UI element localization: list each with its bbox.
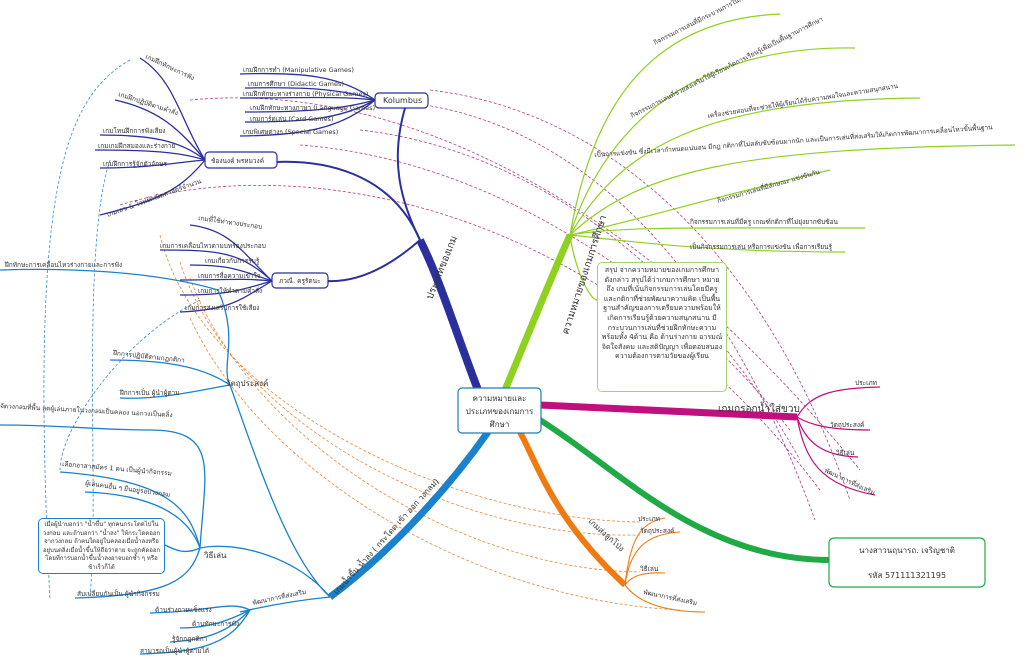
meaning-item: เครื่องช่วยสอนที่จะช่วยให้ผู้เรียนได้รับ… bbox=[707, 81, 899, 120]
tide-development-item: ด้านทักษะการฟัง bbox=[192, 620, 239, 628]
meaning-summary-note: สรุป จากความหมายของเกมการศึกษาดังกล่าว ส… bbox=[597, 262, 727, 392]
chongnong-node[interactable] bbox=[204, 151, 278, 169]
tide-development-item: สามารถเป็นผู้นำผู้ตามได้ bbox=[140, 646, 209, 655]
author-id: รหัส 571111321195 bbox=[868, 571, 946, 580]
meaning-item: กิจกรรมการเล่นที่มีครู เกณฑ์กติกาที่ไม่ย… bbox=[690, 217, 839, 226]
kolumbus-item: เกมการศึกษา (Didactic Games) bbox=[248, 80, 344, 88]
tide-objective-label: วัตถุประสงค์ bbox=[226, 378, 268, 388]
tide-objective-item: ฝึกการเป็น ผู้นำผู้ตาม bbox=[119, 388, 179, 397]
kolumbus-item: เกมฝึกทักษะทางร่างกาย (Physical Games) bbox=[243, 90, 368, 98]
meaning-item: กิจกรรมการเล่นที่มีกระบวนการในการเล่น bbox=[652, 0, 761, 47]
pawanee-item: เกมการสื่อความเข้าใจ bbox=[198, 271, 261, 280]
water-bottle-branch-label: เกมกรอกน้ำใส่ขวบ bbox=[718, 401, 800, 415]
central-topic-line: ประเภทของเกมการ bbox=[466, 407, 534, 416]
balloon-branch: เกมส่งลูกโป่ง ประเภท วัตถุประสงค์ วิธีเล… bbox=[517, 430, 706, 613]
meaning-item: กิจกรรมการเล่นที่มีลักษณะ แข่งขันกัน bbox=[716, 167, 821, 205]
author-name: นางสาวนฤนารถ. เจริญชาติ bbox=[859, 546, 955, 555]
kolumbus-item: เกมการ์ดเล่น (Card Games) bbox=[250, 115, 334, 123]
chongnong-item: เกมฝึกการรู้จักตัวอักษร bbox=[103, 160, 167, 168]
pawanee-item: เกมการส่งเสริมการใช้เสียง bbox=[185, 304, 259, 312]
kolumbus-item: เกมพิเศษต่างๆ (Special Games) bbox=[243, 128, 338, 136]
balloon-item: วิธีเล่น bbox=[640, 565, 659, 573]
chongnong-item: เกมโทนฝึกการฟังเสียง bbox=[103, 127, 165, 135]
author-node bbox=[828, 537, 986, 588]
pawanee-item: เกมการให้ทำตามคำสั่ง bbox=[198, 286, 262, 295]
chongnong-item: เกมเกมฝึกสมองและร่างกาย bbox=[98, 142, 176, 150]
kolumbus-node[interactable] bbox=[374, 92, 429, 109]
meaning-branch: ความหมายของเกมการศึกษา กิจกรรมการเล่นที่… bbox=[501, 0, 1016, 392]
author-branch: นางสาวนฤนารถ. เจริญชาติ รหัส 57111132119… bbox=[538, 417, 986, 588]
balloon-item: พัฒนาการที่ส่งเสริม bbox=[643, 587, 698, 607]
types-branch: ประเภทของเกม Kolumbus เกมฝึกการทำ (Manip… bbox=[94, 53, 482, 392]
tide-howto-label: วิธีเล่น bbox=[203, 551, 227, 560]
kolumbus-item: เกมฝึกการทำ (Manipulative Games) bbox=[243, 66, 354, 74]
pawanee-item: เกมการเคลื่อนไหวตามบทร้องประกอบ bbox=[160, 241, 266, 250]
pawanee-item: เกมเกี่ยวกับการรับรู้ bbox=[205, 256, 260, 265]
central-topic-line: ความหมายและ bbox=[473, 394, 527, 403]
chongnong-label: ช้องนงค์ พรหมวงค์ bbox=[211, 157, 264, 165]
tide-development-item: ด้านร่างกายแข็งแรง bbox=[155, 605, 212, 614]
chongnong-item: เกมเลข & โจทย์คณิตศาสตร์จำนวน bbox=[106, 177, 203, 219]
water-bottle-item: ประเภท bbox=[855, 379, 877, 387]
kolumbus-item: เกมฝึกทักษะทางภาษา (Language Games) bbox=[250, 104, 375, 112]
water-bottle-branch: เกมกรอกน้ำใส่ขวบ ประเภท วัตถุประสงค์ วิธ… bbox=[539, 379, 881, 497]
tide-howto-item: สับเปลี่ยนกันเป็น ผู้นำกิจกรรม bbox=[77, 589, 160, 598]
tide-howto-item: ผู้เล่นคนอื่น ๆ ยืนอยู่รอบวงกลม bbox=[85, 478, 171, 499]
tide-branch: เกมน้ำขึ้น น้ำลง ( กระโดด เข้า ออก วงกลม… bbox=[0, 260, 491, 655]
water-bottle-item: พัฒนาการที่ส่งเสริม bbox=[823, 466, 876, 497]
tide-howto-item: เลือกอาสาสมัคร 1 คน เป็นผู้นำกิจกรรม bbox=[62, 459, 172, 478]
central-topic-line: ศึกษา bbox=[490, 420, 510, 429]
tide-development-item: รู้จักกฎกติกา bbox=[172, 635, 208, 643]
water-bottle-item: วัตถุประสงค์ bbox=[830, 421, 864, 429]
pawanee-node[interactable] bbox=[271, 272, 329, 289]
balloon-item: ประเภท bbox=[638, 515, 660, 523]
pawanee-label: ภวณี. ครูรัตนะ bbox=[279, 277, 321, 285]
water-bottle-item: วิธีเล่น bbox=[836, 449, 855, 457]
meaning-item: เป็นกิจกรรมการเล่น หรือการแข่งขัน เพื่อก… bbox=[690, 242, 832, 251]
tide-extra-item: ฝึกทักษะการเคลื่อนไหวร่างกายและการฟัง bbox=[4, 260, 122, 269]
relation-lines bbox=[43, 59, 861, 611]
tide-howto-note: เมื่อผู้นำบอกว่า "น้ำขึ้น" ทุกคนกระโดดไป… bbox=[38, 518, 165, 574]
kolumbus-label: Kolumbus bbox=[383, 96, 422, 105]
central-topic[interactable] bbox=[457, 387, 542, 434]
tide-branch-label: เกมน้ำขึ้น น้ำลง ( กระโดด เข้า ออก วงกลม… bbox=[330, 475, 440, 596]
balloon-item: วัตถุประสงค์ bbox=[640, 527, 674, 535]
tide-objective-item: ฝึกการปฏิบัติตามกฎกติกา bbox=[112, 349, 186, 365]
